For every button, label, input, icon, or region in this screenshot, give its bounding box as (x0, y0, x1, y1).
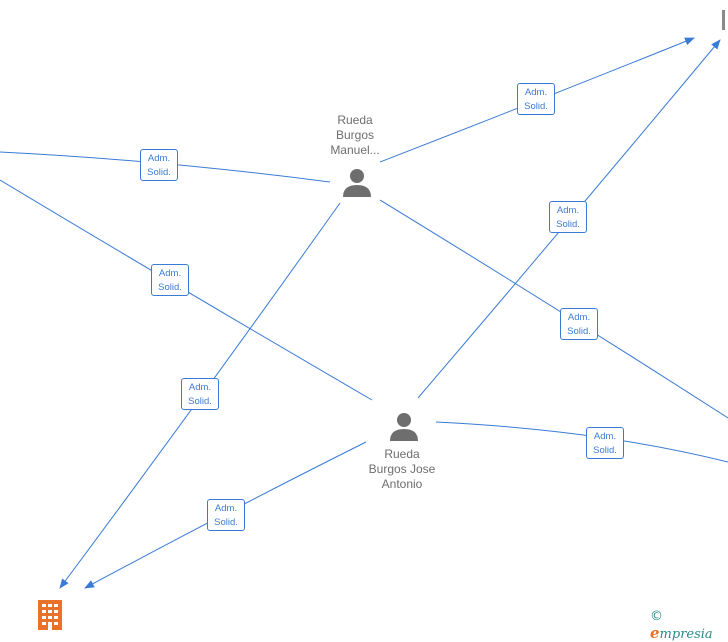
person-name-manuel[interactable]: Rueda Burgos Manuel... (330, 113, 380, 157)
edge-label-adm-solid[interactable]: Adm. Solid. (517, 83, 555, 115)
edge-label-adm-solid[interactable]: Adm. Solid. (140, 149, 178, 181)
edge-label-adm-solid[interactable]: Adm. Solid. (586, 427, 624, 459)
brand-initial: e (650, 624, 660, 642)
building-icon[interactable] (37, 600, 63, 630)
edge-jose-to-right (435, 421, 728, 463)
edge-label-adm-solid[interactable]: Adm. Solid. (207, 499, 245, 531)
footer-brand: © empresia (650, 609, 728, 642)
edge-label-adm-solid[interactable]: Adm. Solid. (181, 378, 219, 410)
edge-label-adm-solid[interactable]: Adm. Solid. (151, 264, 189, 296)
copyright-symbol: © (650, 609, 663, 624)
person-name-jose-antonio[interactable]: Rueda Burgos Jose Antonio (368, 447, 436, 491)
edge-manuel-to-right (379, 199, 728, 419)
edge-label-adm-solid[interactable]: Adm. Solid. (549, 201, 587, 233)
person-icon[interactable] (388, 411, 420, 443)
edge-left-to-jose (0, 179, 373, 401)
edge-label-adm-solid[interactable]: Adm. Solid. (560, 308, 598, 340)
node-partial-edge-marker (722, 10, 725, 30)
person-icon[interactable] (341, 167, 373, 199)
brand-name: mpresia (659, 627, 713, 642)
